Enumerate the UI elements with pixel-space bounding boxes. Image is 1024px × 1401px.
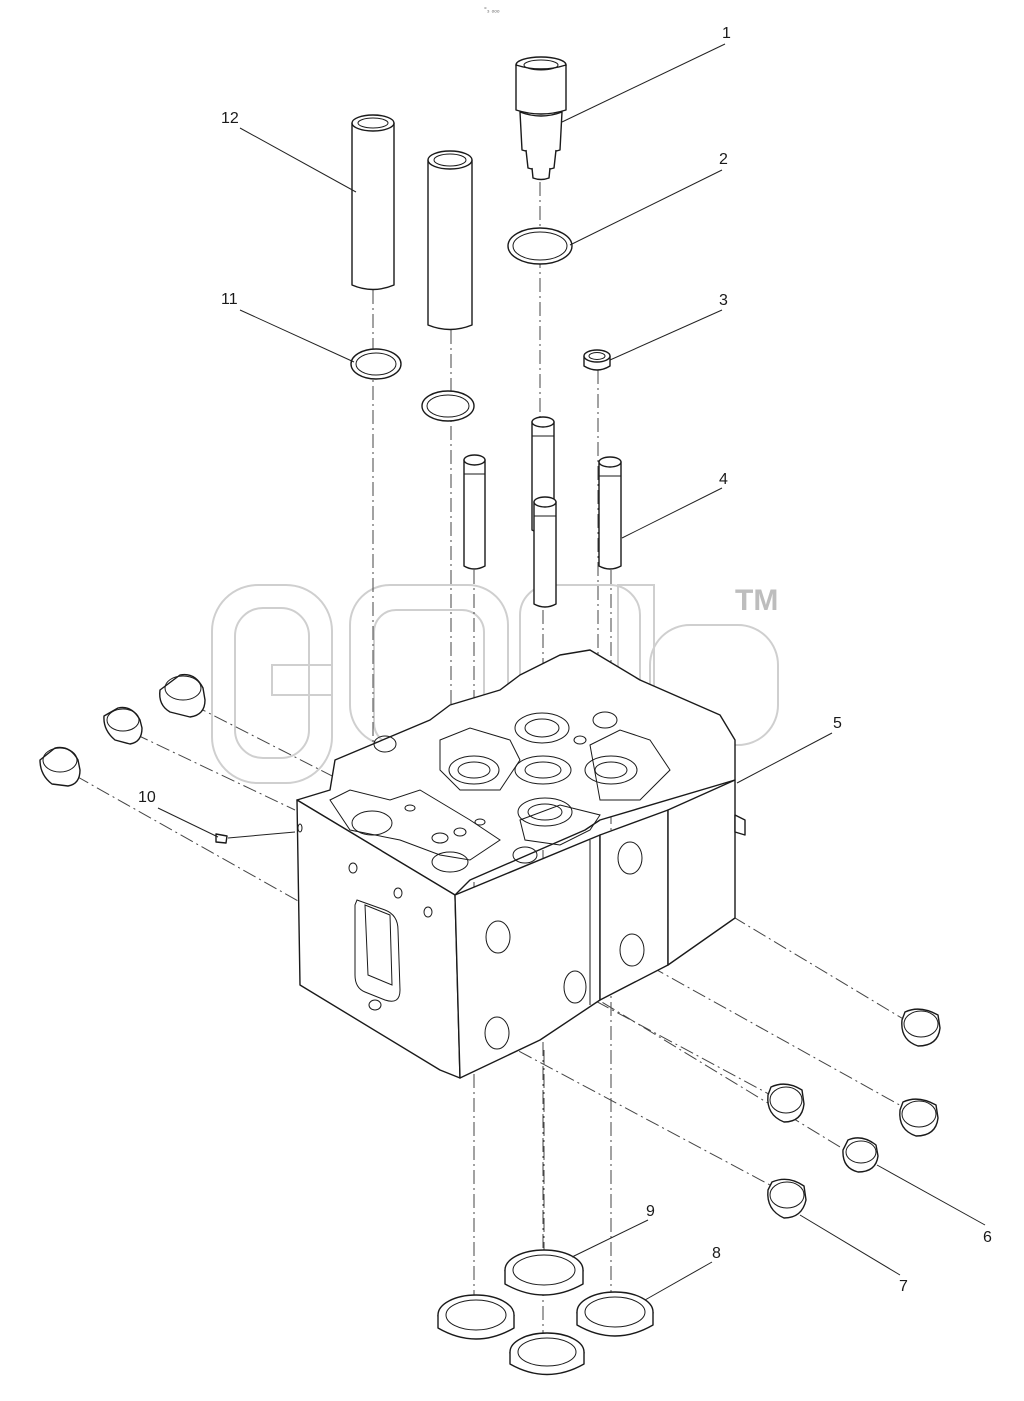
part-seat-rings <box>437 1249 654 1376</box>
callout-4: 4 <box>719 471 728 488</box>
callout-8: 8 <box>712 1245 721 1262</box>
callout-labels: 1 2 3 4 5 6 7 8 9 10 11 12 <box>138 25 992 1295</box>
callout-12: 12 <box>221 110 239 127</box>
leader-lines <box>157 43 986 1301</box>
callout-6: 6 <box>983 1229 992 1246</box>
callout-9: 9 <box>646 1203 655 1220</box>
callout-5: 5 <box>833 715 842 732</box>
callout-11: 11 <box>221 291 238 308</box>
part-pin-10 <box>215 833 228 844</box>
part-o-ring-2 <box>507 227 573 265</box>
callout-3: 3 <box>719 292 728 309</box>
part-injector-sleeve <box>515 56 567 181</box>
part-o-ring-11 <box>350 348 475 422</box>
header-mark: °₃ ₒₒₒ <box>484 6 500 14</box>
watermark-tm: TM <box>735 584 778 617</box>
part-tube-left <box>351 114 395 291</box>
part-cap-3 <box>583 349 611 371</box>
callout-2: 2 <box>719 151 728 168</box>
part-side-plugs-left <box>39 673 206 787</box>
part-valve-guides <box>463 416 622 608</box>
part-tube-right <box>427 150 473 331</box>
part-side-plugs-right <box>767 1008 941 1219</box>
callout-1: 1 <box>722 25 731 42</box>
part-cylinder-head <box>296 649 746 1079</box>
callout-10: 10 <box>138 789 156 806</box>
callout-7: 7 <box>899 1278 908 1295</box>
